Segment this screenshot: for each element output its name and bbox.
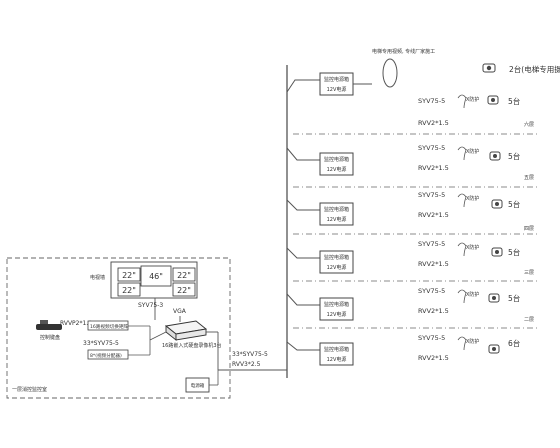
floor-branch: 监控电源箱 12V电源 SYV75-5 RVV2*1.5 X防护 5台 四层: [286, 191, 534, 232]
distributor-box: [87, 349, 129, 360]
camera-icon: [488, 344, 500, 354]
camera-label: X防护: [466, 195, 479, 202]
floor-label: 四层: [524, 226, 534, 232]
power-cable-label: RVV2*1.5: [418, 119, 449, 127]
control-box: [319, 152, 354, 176]
camera-count: 5台: [508, 293, 520, 303]
distributor-label: 8*(视频分配器): [90, 352, 122, 359]
keyboard-icon: [36, 320, 62, 330]
control-box: [319, 297, 354, 321]
dvr-label: 16路嵌入式硬盘录像机3台: [162, 342, 222, 349]
control-box-title: 监控电源箱: [324, 206, 349, 213]
control-box-subtitle: 12V电源: [327, 264, 347, 271]
floor-label: 六层: [524, 121, 534, 128]
video-cable-label: SYV75-5: [418, 97, 445, 105]
floor-branch: 监控电源箱 12V电源 SYV75-5 RVV2*1.5 X防护 5台 五层: [286, 144, 534, 181]
floor-label: 二层: [524, 317, 534, 323]
floor-label: 五层: [524, 175, 534, 181]
monitor-size: 22": [177, 286, 191, 295]
camera-label: X防护: [466, 96, 479, 103]
main-power-cable-label: RVV3*2.5: [232, 361, 261, 368]
power-cable-label: RVV2*1.5: [418, 354, 449, 362]
monitor-size: 22": [177, 271, 191, 280]
control-box-subtitle: 12V电源: [327, 86, 347, 93]
monitor-screen: [117, 267, 141, 282]
elevator-camera-icon: [382, 58, 398, 88]
control-box-subtitle: 12V电源: [327, 356, 347, 363]
keyboard-label: 控制键盘: [40, 334, 60, 341]
camera-icon: [491, 247, 503, 257]
floor-label: 三层: [524, 270, 534, 276]
monitor-room-label: 一层消控监控室: [12, 386, 47, 393]
camera-label: X防护: [466, 291, 479, 298]
floor-branch: 监控电源箱 12V电源 SYV75-5 RVV2*1.5 X防护 6台: [286, 334, 520, 366]
monitor-screen-large: [140, 265, 172, 287]
camera-count: 5台: [508, 199, 520, 209]
matrix-label: 16路视频切换矩阵: [90, 323, 128, 330]
monitor-size: 22": [122, 271, 136, 280]
camera-count: 5台: [508, 96, 520, 106]
dvr-icon: [164, 320, 208, 341]
top-camera-count: 2台(电梯专用摄像机): [509, 64, 560, 74]
tv-wall-label: 电视墙: [90, 274, 105, 281]
control-box-title: 监控电源箱: [324, 254, 349, 261]
camera-count: 5台: [508, 151, 520, 161]
camera-label: X防护: [466, 338, 479, 345]
ctrl-cable-label: 33*SYV75-5: [83, 340, 119, 347]
control-box: [319, 202, 354, 226]
video-cable-label: SYV75-5: [418, 144, 445, 152]
monitor-size: 22": [122, 286, 136, 295]
power-cable-label: RVV2*1.5: [418, 260, 449, 268]
control-box-title: 监控电源箱: [324, 301, 349, 308]
floor-branch: 监控电源箱 12V电源 SYV75-5 RVV2*1.5 X防护 5台 二层: [286, 287, 534, 323]
video-cable-label: SYV75-5: [418, 240, 445, 248]
camera-label: X防护: [466, 148, 479, 155]
matrix-box: [87, 320, 129, 331]
control-box-title: 监控电源箱: [324, 156, 349, 163]
camera-icon: [489, 151, 501, 161]
tv-cable-label: SYV75-3: [138, 302, 163, 309]
video-cable-label: SYV75-5: [418, 287, 445, 295]
floor-branch: 监控电源箱 12V电源 SYV75-5 RVV2*1.5 X防护 5台 三层: [286, 240, 534, 276]
power-cable-label: RVV2*1.5: [418, 307, 449, 315]
video-cable-label: SYV75-5: [418, 191, 445, 199]
camera-icon: [491, 199, 503, 209]
camera-count: 6台: [508, 338, 520, 348]
control-box: [319, 342, 354, 366]
floor-branch: 监控电源箱 12V电源 SYV75-5 RVV2*1.5 X防护 5台 六层: [286, 72, 534, 128]
top-note: 电梯专用视频, 专线厂家施工: [372, 48, 435, 55]
camera-icon: [487, 95, 499, 105]
main-video-cable-label: 33*SYV75-5: [232, 351, 268, 358]
power-cable-label: RVV2*1.5: [418, 211, 449, 219]
control-box-subtitle: 12V电源: [327, 216, 347, 223]
power-supply-label: 电源箱: [191, 382, 205, 389]
monitor-screen: [172, 267, 196, 282]
video-cable-label: SYV75-5: [418, 334, 445, 342]
control-box-subtitle: 12V电源: [327, 166, 347, 173]
tv-wall: [110, 261, 198, 299]
camera-icon: [488, 293, 500, 303]
control-box-title: 监控电源箱: [324, 346, 349, 353]
power-cable-label: RVV2*1.5: [418, 164, 449, 172]
control-cable-label: RVVP2*1.0: [60, 320, 92, 327]
monitor-screen: [117, 282, 141, 297]
camera-label: X防护: [466, 244, 479, 251]
control-box-subtitle: 12V电源: [327, 311, 347, 318]
vga-label: VGA: [173, 308, 187, 315]
camera-count: 5台: [508, 247, 520, 257]
camera-icon: [482, 63, 496, 73]
control-box: [319, 250, 354, 274]
monitor-room-boundary: [6, 257, 231, 399]
monitor-screen: [172, 282, 196, 297]
monitor-size: 46": [149, 272, 163, 281]
control-box-title: 监控电源箱: [324, 76, 349, 83]
